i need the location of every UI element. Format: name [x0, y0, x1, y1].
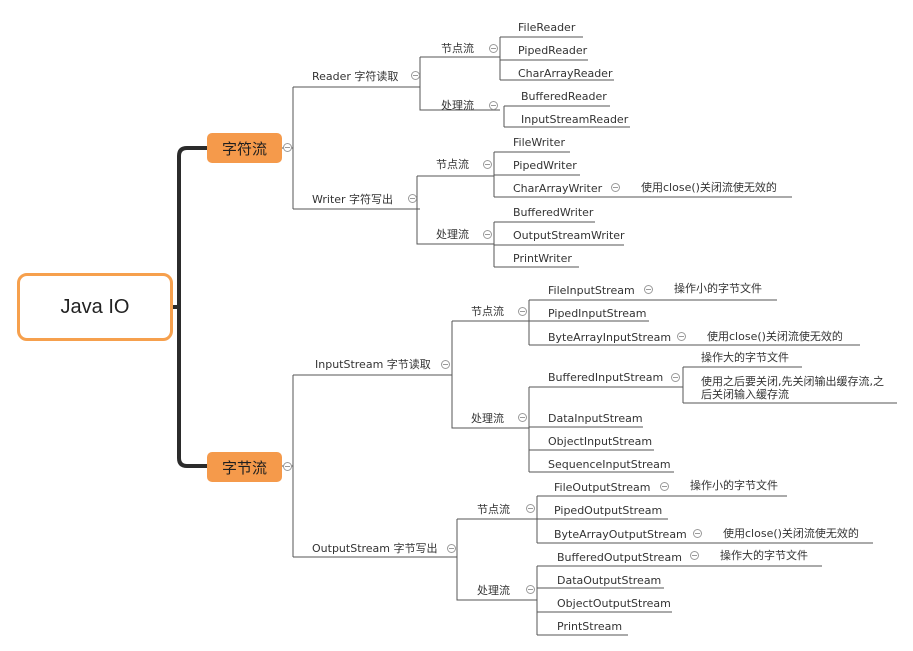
collapse-icon[interactable]: [283, 143, 292, 152]
node-reader[interactable]: Reader 字符读取: [312, 70, 399, 83]
collapse-icon[interactable]: [483, 230, 492, 239]
node-writer-process-stream[interactable]: 处理流: [436, 228, 469, 241]
collapse-icon[interactable]: [693, 529, 702, 538]
node-output-process-stream[interactable]: 处理流: [477, 584, 510, 597]
note-file-input-stream[interactable]: 操作小的字节文件: [674, 282, 762, 295]
leaf-object-output-stream[interactable]: ObjectOutputStream: [557, 597, 671, 610]
link-output: [456, 518, 537, 601]
collapse-icon[interactable]: [611, 183, 620, 192]
collapse-icon[interactable]: [441, 360, 450, 369]
note-char-array-writer[interactable]: 使用close()关闭流使无效的: [641, 181, 777, 194]
link-input-node: [528, 299, 860, 346]
link-writer-node: [493, 151, 792, 198]
leaf-file-writer[interactable]: FileWriter: [513, 136, 565, 149]
collapse-icon[interactable]: [408, 194, 417, 203]
leaf-buffered-input-stream[interactable]: BufferedInputStream: [548, 371, 664, 384]
branch-char-stream[interactable]: 字符流: [207, 133, 282, 163]
leaf-piped-output-stream[interactable]: PipedOutputStream: [554, 504, 663, 517]
leaf-char-array-writer[interactable]: CharArrayWriter: [513, 182, 603, 195]
node-reader-process-stream[interactable]: 处理流: [441, 99, 474, 112]
leaf-print-stream[interactable]: PrintStream: [557, 620, 623, 633]
link-output-node: [536, 495, 873, 544]
link-writer-proc: [493, 221, 624, 268]
link-writer: [416, 175, 494, 245]
collapse-icon[interactable]: [660, 482, 669, 491]
node-writer-node-stream[interactable]: 节点流: [436, 158, 469, 171]
leaf-data-output-stream[interactable]: DataOutputStream: [557, 574, 662, 587]
note-buffered-output-stream[interactable]: 操作大的字节文件: [720, 549, 808, 562]
root-label: Java IO: [60, 295, 130, 318]
link-reader-node: [499, 36, 614, 81]
branch-char-stream-label: 字符流: [221, 139, 267, 158]
trunk-line: [171, 146, 209, 468]
link-reader-proc: [503, 105, 630, 128]
leaf-print-writer[interactable]: PrintWriter: [513, 252, 572, 265]
leaf-data-input-stream[interactable]: DataInputStream: [548, 412, 643, 425]
node-writer[interactable]: Writer 字符写出: [312, 193, 394, 206]
link-bis-notes: [682, 366, 897, 404]
leaf-file-input-stream[interactable]: FileInputStream: [548, 284, 635, 297]
leaf-input-stream-reader[interactable]: InputStreamReader: [521, 113, 629, 126]
collapse-icon[interactable]: [518, 307, 527, 316]
collapse-icon[interactable]: [526, 504, 535, 513]
node-input-process-stream[interactable]: 处理流: [471, 412, 504, 425]
note-file-output-stream[interactable]: 操作小的字节文件: [690, 479, 778, 492]
leaf-file-output-stream[interactable]: FileOutputStream: [554, 481, 651, 494]
link-reader: [419, 56, 500, 111]
collapse-icon[interactable]: [483, 160, 492, 169]
collapse-icon[interactable]: [283, 462, 292, 471]
collapse-icon[interactable]: [518, 413, 527, 422]
collapse-icon[interactable]: [489, 44, 498, 53]
leaf-char-array-reader[interactable]: CharArrayReader: [518, 67, 613, 80]
root-node-java-io[interactable]: Java IO: [17, 273, 173, 341]
collapse-icon[interactable]: [644, 285, 653, 294]
collapse-icon[interactable]: [526, 585, 535, 594]
branch-byte-stream-label: 字节流: [221, 458, 267, 477]
leaf-buffered-reader[interactable]: BufferedReader: [521, 90, 607, 103]
collapse-icon[interactable]: [489, 101, 498, 110]
link-char-level1: [281, 86, 420, 210]
leaf-buffered-output-stream[interactable]: BufferedOutputStream: [557, 551, 682, 564]
collapse-icon[interactable]: [447, 544, 456, 553]
node-output-stream[interactable]: OutputStream 字节写出: [312, 542, 438, 555]
leaf-sequence-input-stream[interactable]: SequenceInputStream: [548, 458, 671, 471]
link-output-proc: [536, 565, 822, 636]
link-input-proc: [528, 386, 683, 473]
note-byte-array-input-stream[interactable]: 使用close()关闭流使无效的: [707, 330, 843, 343]
link-input: [451, 320, 529, 429]
branch-byte-stream[interactable]: 字节流: [207, 452, 282, 482]
leaf-file-reader[interactable]: FileReader: [518, 21, 576, 34]
collapse-icon[interactable]: [690, 551, 699, 560]
leaf-piped-writer[interactable]: PipedWriter: [513, 159, 577, 172]
note-buffered-input-stream-close[interactable]: 使用之后要关闭,先关闭输出缓存流,之后关闭输入缓存流: [701, 375, 884, 401]
node-reader-node-stream[interactable]: 节点流: [441, 42, 474, 55]
leaf-byte-array-input-stream[interactable]: ByteArrayInputStream: [548, 331, 672, 344]
node-output-node-stream[interactable]: 节点流: [477, 503, 510, 516]
node-input-node-stream[interactable]: 节点流: [471, 305, 504, 318]
leaf-object-input-stream[interactable]: ObjectInputStream: [548, 435, 653, 448]
collapse-icon[interactable]: [677, 332, 686, 341]
collapse-icon[interactable]: [671, 373, 680, 382]
leaf-piped-input-stream[interactable]: PipedInputStream: [548, 307, 647, 320]
collapse-icon[interactable]: [411, 71, 420, 80]
leaf-output-stream-writer[interactable]: OutputStreamWriter: [513, 229, 625, 242]
node-input-stream[interactable]: InputStream 字节读取: [315, 358, 431, 371]
leaf-piped-reader[interactable]: PipedReader: [518, 44, 588, 57]
link-byte-level1: [281, 374, 457, 558]
leaf-byte-array-output-stream[interactable]: ByteArrayOutputStream: [554, 528, 687, 541]
note-buffered-input-stream-large[interactable]: 操作大的字节文件: [701, 351, 789, 364]
note-byte-array-output-stream[interactable]: 使用close()关闭流使无效的: [723, 527, 859, 540]
leaf-buffered-writer[interactable]: BufferedWriter: [513, 206, 594, 219]
